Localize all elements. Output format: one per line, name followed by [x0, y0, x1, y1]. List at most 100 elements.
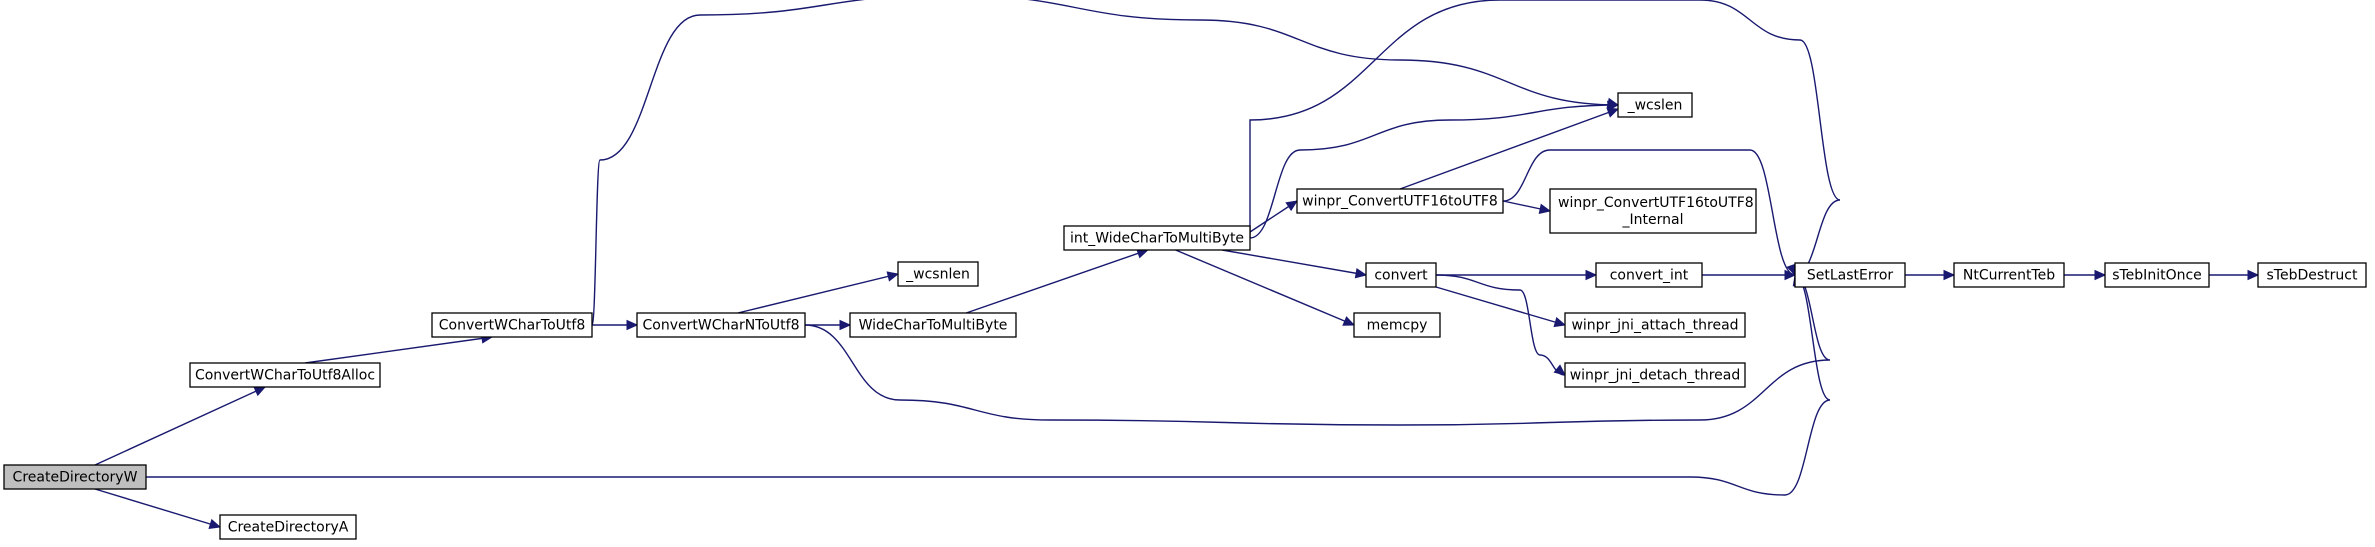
arrowhead-icon: [1342, 316, 1356, 326]
node-label: winpr_ConvertUTF16toUTF8: [1302, 194, 1498, 210]
node-CreateDirectoryA[interactable]: CreateDirectoryA: [219, 514, 357, 540]
arrowhead-icon: [1538, 203, 1552, 214]
edge-line: [965, 249, 1148, 314]
edge-line: [1249, 0, 1841, 276]
node-int_WideCharToMultiByte[interactable]: int_WideCharToMultiByte: [1063, 225, 1251, 251]
edge-winpr_ConvertUTF16toUTF8-to-_wcslen: [1399, 107, 1620, 190]
node-box: [1595, 262, 1703, 288]
node-label: _wcsnlen: [905, 267, 970, 283]
node-label: CreateDirectoryA: [228, 520, 349, 536]
edge-line: [1249, 104, 1619, 239]
edge-CreateDirectoryW-to-CreateDirectoryA: [94, 488, 222, 529]
arrowhead-icon: [1553, 364, 1566, 376]
arrowhead-icon: [2094, 269, 2107, 281]
node-label: ConvertWCharNToUtf8: [643, 318, 800, 334]
node-box: [1063, 225, 1251, 251]
node-sTebInitOnce[interactable]: sTebInitOnce: [2104, 262, 2210, 288]
node-CreateDirectoryW[interactable]: CreateDirectoryW: [3, 464, 147, 490]
edge-convert-to-winpr_jni_detach_thread: [1435, 274, 1566, 376]
edge-int_WideCharToMultiByte-to-memcpy: [1175, 249, 1356, 326]
node-convert[interactable]: convert: [1365, 262, 1437, 288]
node-memcpy[interactable]: memcpy: [1353, 312, 1441, 338]
node-ConvertWCharNToUtf8[interactable]: ConvertWCharNToUtf8: [636, 312, 806, 338]
node-box: [849, 312, 1017, 338]
edge-int_WideCharToMultiByte-to-convert: [1221, 249, 1368, 279]
edge-convert_int-to-SetLastError: [1702, 269, 1797, 281]
edge-line: [1221, 249, 1367, 276]
node-_wcslen[interactable]: _wcslen: [1617, 92, 1693, 118]
node-box: [1365, 262, 1437, 288]
node-label: int_WideCharToMultiByte: [1070, 231, 1244, 247]
node-label: memcpy: [1367, 318, 1428, 334]
node-box: [431, 312, 593, 338]
edge-line: [737, 273, 899, 314]
arrowhead-icon: [1354, 268, 1368, 279]
node-NtCurrentTeb[interactable]: NtCurrentTeb: [1953, 262, 2065, 288]
node-box: [2257, 262, 2367, 288]
node-label: sTebDestruct: [2267, 268, 2358, 284]
edge-ConvertWCharNToUtf8-to-SetLastError: [804, 273, 1831, 426]
arrowhead-icon: [253, 386, 267, 397]
node-label: winpr_jni_attach_thread: [1571, 318, 1738, 334]
node-winpr_jni_attach_thread[interactable]: winpr_jni_attach_thread: [1564, 312, 1746, 338]
edge-line: [1435, 274, 1566, 376]
node-label: winpr_ConvertUTF16toUTF8: [1558, 195, 1754, 211]
node-box: [636, 312, 806, 338]
arrowhead-icon: [2247, 269, 2260, 281]
node-label: SetLastError: [1807, 268, 1894, 284]
edge-CreateDirectoryW-to-ConvertWCharToUtf8Alloc: [94, 386, 267, 466]
node-convert_int[interactable]: convert_int: [1595, 262, 1703, 288]
node-label: CreateDirectoryW: [13, 470, 138, 486]
node-_wcsnlen[interactable]: _wcsnlen: [897, 261, 979, 287]
edge-int_WideCharToMultiByte-to-winpr_ConvertUTF16toUTF8: [1249, 200, 1299, 233]
node-ConvertWCharToUtf8Alloc[interactable]: ConvertWCharToUtf8Alloc: [189, 362, 381, 388]
node-label: WideCharToMultiByte: [859, 318, 1008, 334]
node-label: convert_int: [1610, 268, 1689, 284]
node-label: _Internal: [1622, 212, 1684, 228]
arrowhead-icon: [1553, 316, 1567, 328]
edge-ConvertWCharToUtf8Alloc-to-ConvertWCharToUtf8: [304, 333, 494, 364]
edge-line: [1435, 286, 1566, 326]
edge-sTebInitOnce-to-sTebDestruct: [2209, 269, 2260, 281]
node-box: [1794, 262, 1906, 288]
node-box: [3, 464, 147, 490]
function-nodes: CreateDirectoryW CreateDirectoryA ConvertW…: [3, 92, 2367, 540]
edge-ConvertWCharToUtf8-to-_wcslen: [591, 0, 1620, 326]
call-edges: [94, 0, 2260, 529]
node-label: winpr_jni_detach_thread: [1570, 368, 1741, 384]
node-winpr_ConvertUTF16toUTF8_Internal[interactable]: winpr_ConvertUTF16toUTF8_Internal: [1549, 188, 1757, 234]
node-box: [1296, 188, 1504, 214]
node-winpr_jni_detach_thread[interactable]: winpr_jni_detach_thread: [1564, 362, 1746, 388]
node-ConvertWCharToUtf8[interactable]: ConvertWCharToUtf8: [431, 312, 593, 338]
arrowhead-icon: [1784, 269, 1797, 281]
node-label: sTebInitOnce: [2112, 268, 2202, 284]
arrowhead-icon: [626, 319, 639, 331]
node-box: [1953, 262, 2065, 288]
edge-convert-to-convert_int: [1436, 269, 1598, 281]
arrowhead-icon: [208, 518, 222, 529]
node-box: [897, 261, 979, 287]
arrowhead-icon: [839, 319, 852, 331]
edge-line: [304, 336, 493, 364]
node-winpr_ConvertUTF16toUTF8[interactable]: winpr_ConvertUTF16toUTF8: [1296, 188, 1504, 214]
node-label: NtCurrentTeb: [1963, 268, 2055, 284]
edge-convert-to-winpr_jni_attach_thread: [1435, 286, 1567, 328]
edge-ConvertWCharToUtf8-to-ConvertWCharNToUtf8: [592, 319, 639, 331]
edge-WideCharToMultiByte-to-int_WideCharToMultiByte: [965, 248, 1149, 314]
node-SetLastError[interactable]: SetLastError: [1794, 262, 1906, 288]
edge-line: [804, 274, 1831, 426]
node-WideCharToMultiByte[interactable]: WideCharToMultiByte: [849, 312, 1017, 338]
edge-NtCurrentTeb-to-sTebInitOnce: [2064, 269, 2107, 281]
node-box: [219, 514, 357, 540]
edge-winpr_ConvertUTF16toUTF8-to-winpr_ConvertUTF16toUTF8_Internal: [1502, 200, 1552, 214]
node-sTebDestruct[interactable]: sTebDestruct: [2257, 262, 2367, 288]
edge-line: [591, 0, 1619, 326]
node-box: [1564, 362, 1746, 388]
edge-line: [1399, 108, 1619, 190]
arrowhead-icon: [886, 271, 900, 282]
edge-int_WideCharToMultiByte-to-SetLastError: [1249, 0, 1841, 277]
edge-line: [1175, 249, 1355, 326]
edge-line: [1502, 149, 1796, 276]
arrowhead-icon: [1606, 107, 1620, 118]
